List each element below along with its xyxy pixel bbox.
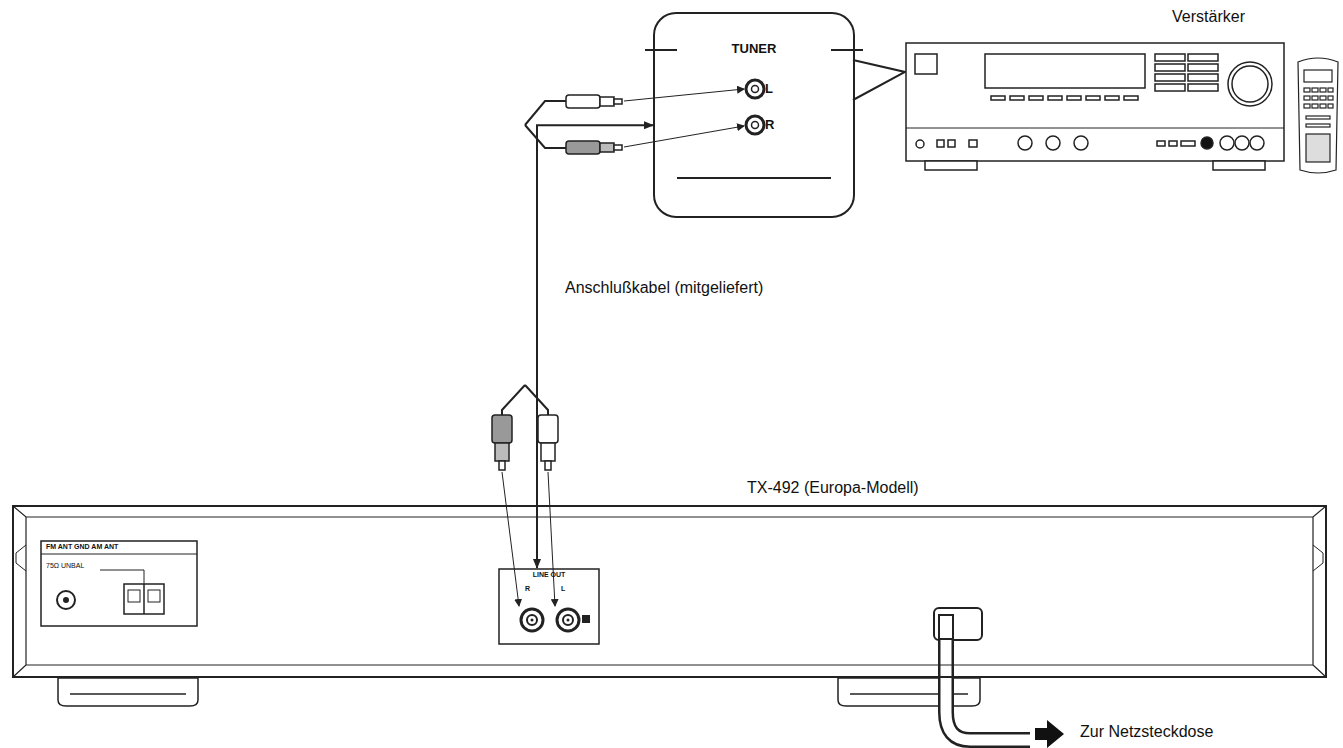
node-text: L xyxy=(561,585,565,593)
node-text: R xyxy=(525,585,530,593)
node-text: L xyxy=(765,82,773,96)
node-text: LINE OUT xyxy=(498,571,600,579)
tuner-jacks xyxy=(746,80,764,134)
amplifier-outline xyxy=(905,42,1285,170)
node-text: TX-492 (Europa-Modell) xyxy=(747,479,919,497)
line-out-panel-outline xyxy=(498,568,600,645)
amplifier: Verstärker xyxy=(905,42,1285,170)
node-text: R xyxy=(765,118,774,132)
remote-control xyxy=(1298,58,1338,173)
node-text: FM ANT GND AM ANT xyxy=(46,543,118,551)
node-text: Verstärker xyxy=(1172,8,1245,26)
node-text: TUNER xyxy=(653,42,855,56)
rear-panel-outline xyxy=(12,505,1327,678)
upper-plugs xyxy=(525,89,744,154)
rear-panel: TX-492 (Europa-Modell)FM ANT GND AM ANT7… xyxy=(12,505,1327,678)
callout-pointer xyxy=(853,60,905,100)
tuner-callout-box: TUNER L R xyxy=(653,12,855,218)
cable-label: Anschlußkabel (mitgeliefert) xyxy=(563,278,765,297)
power-outlet-label: Zur Netzsteckdose xyxy=(1078,722,1215,741)
node-text: 75Ω UNBAL xyxy=(46,562,84,570)
panel-feet xyxy=(58,678,980,706)
line-out-panel: LINE OUT R L xyxy=(498,568,600,645)
antenna-terminal-panel-outline xyxy=(40,540,198,627)
antenna-terminal-panel: FM ANT GND AM ANT 75Ω UNBAL xyxy=(40,540,198,627)
connection-cable xyxy=(537,125,653,568)
